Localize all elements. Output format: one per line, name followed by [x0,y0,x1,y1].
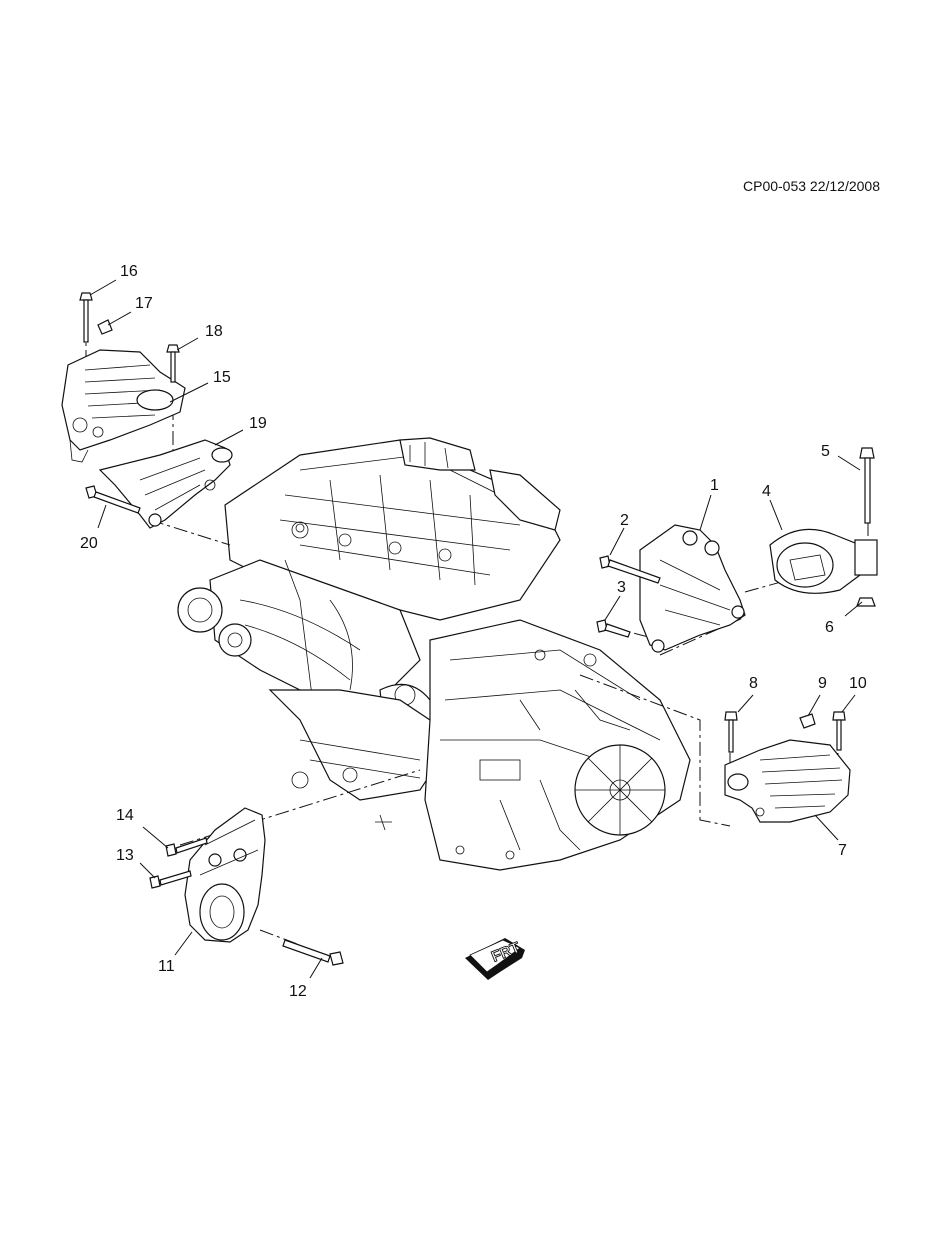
callout-numbers: 1 2 3 4 5 6 7 8 9 10 11 12 13 14 15 16 1… [80,263,867,1000]
callout-16: 16 [120,263,138,280]
callout-6: 6 [825,619,834,636]
part-15-upper-mount [61,349,186,463]
part-2-bolt [599,555,661,584]
part-6-nut [856,597,876,607]
callout-7: 7 [838,842,847,859]
part-11-rear-mount [184,807,266,943]
callout-2: 2 [620,512,629,529]
callout-5: 5 [821,443,830,460]
part-19-bracket [98,439,233,529]
part-3-bolt [596,619,631,638]
callout-15: 15 [213,369,231,386]
part-18-bolt [166,344,180,383]
part-5-bolt [859,447,875,524]
part-7-mount [724,739,851,823]
part-4-mount-bushing [769,528,878,594]
part-17-clip [97,319,113,335]
part-16-bolt [79,292,93,343]
callout-17: 17 [135,295,153,312]
callout-1: 1 [710,477,719,494]
callout-12: 12 [289,983,307,1000]
callout-10: 10 [849,675,867,692]
document-reference: CP00-053 22/12/2008 [743,178,880,194]
part-20-bolt [85,485,141,514]
leader-lines [89,279,863,979]
part-14-bolt [165,837,208,857]
callout-11: 11 [158,958,175,975]
callout-18: 18 [205,323,223,340]
callout-14: 14 [116,807,134,824]
front-direction-arrow: FRT [465,938,525,980]
engine-transaxle-assembly [177,437,691,871]
callout-4: 4 [762,483,771,500]
callout-8: 8 [749,675,758,692]
part-1-bracket [639,524,746,653]
part-12-bolt [282,939,344,966]
callout-3: 3 [617,579,626,596]
part-13-bolt [149,870,192,889]
callout-20: 20 [80,535,98,552]
part-10-bolt [832,711,846,751]
part-9-clip [799,713,816,729]
callout-9: 9 [818,675,827,692]
callout-13: 13 [116,847,134,864]
part-8-bolt [724,711,738,753]
callout-19: 19 [249,415,267,432]
